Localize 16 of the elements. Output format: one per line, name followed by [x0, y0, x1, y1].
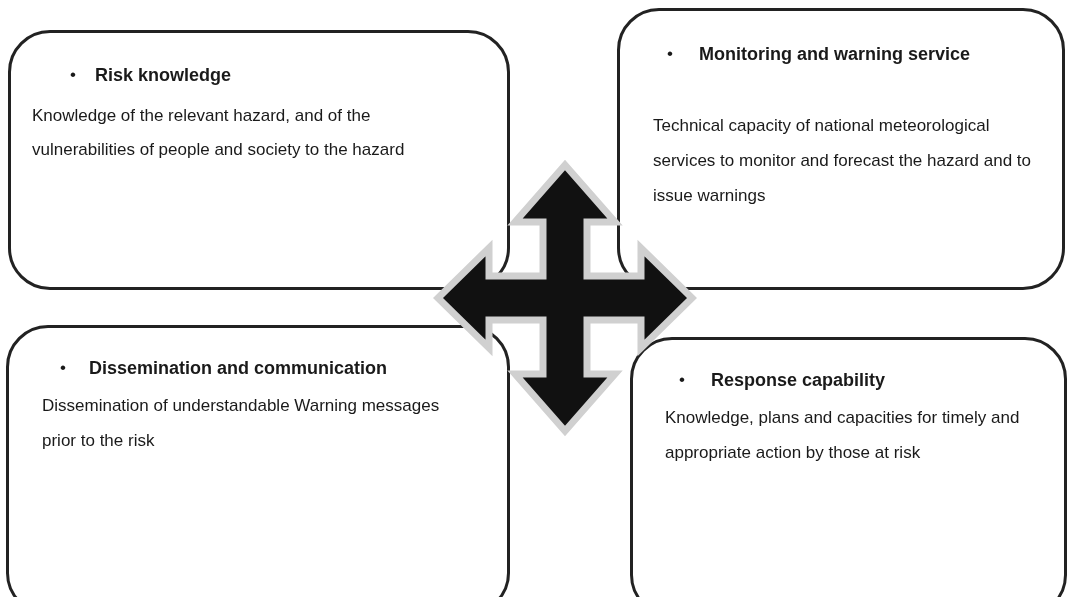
bullet-marker: •: [679, 369, 686, 391]
box-description: Knowledge, plans and capacities for timely and appropriate action by those at risk: [665, 407, 1021, 464]
box-heading: Dissemination and communication: [89, 357, 389, 380]
bullet-marker: •: [70, 64, 77, 86]
box-description: Knowledge of the relevant hazard, and of the vulnerabilities of people and society to the hazard: [32, 105, 406, 161]
box-description: Dissemination of understandable Warning messages prior to the risk: [42, 395, 441, 452]
rounded-box: [6, 325, 510, 597]
rounded-box: [617, 8, 1065, 290]
box-description: Technical capacity of national meteorological services to monitor and forecast the hazard and to issue warnings: [653, 115, 1032, 207]
bullet-marker: •: [667, 43, 674, 65]
rounded-box: [630, 337, 1067, 597]
rounded-box: [8, 30, 510, 290]
box-heading: Risk knowledge: [95, 64, 233, 87]
box-heading: Response capability: [711, 369, 887, 392]
box-heading: Monitoring and warning service: [699, 43, 972, 66]
bullet-marker: •: [60, 357, 67, 379]
